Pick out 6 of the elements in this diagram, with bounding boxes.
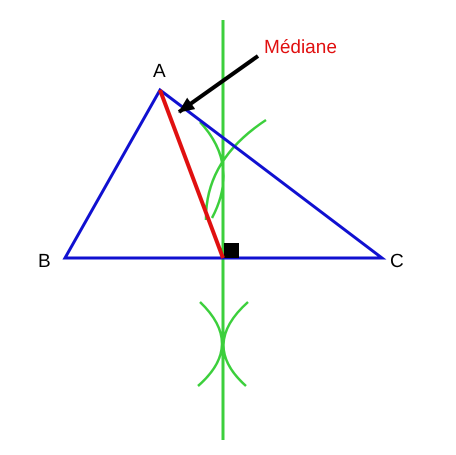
leader-arrow bbox=[178, 54, 260, 114]
vertex-label: C bbox=[390, 252, 404, 271]
median-line bbox=[158, 89, 225, 259]
vertex-label: B bbox=[38, 252, 51, 271]
median-label: Médiane bbox=[264, 38, 337, 57]
vertex-label: A bbox=[153, 62, 166, 81]
